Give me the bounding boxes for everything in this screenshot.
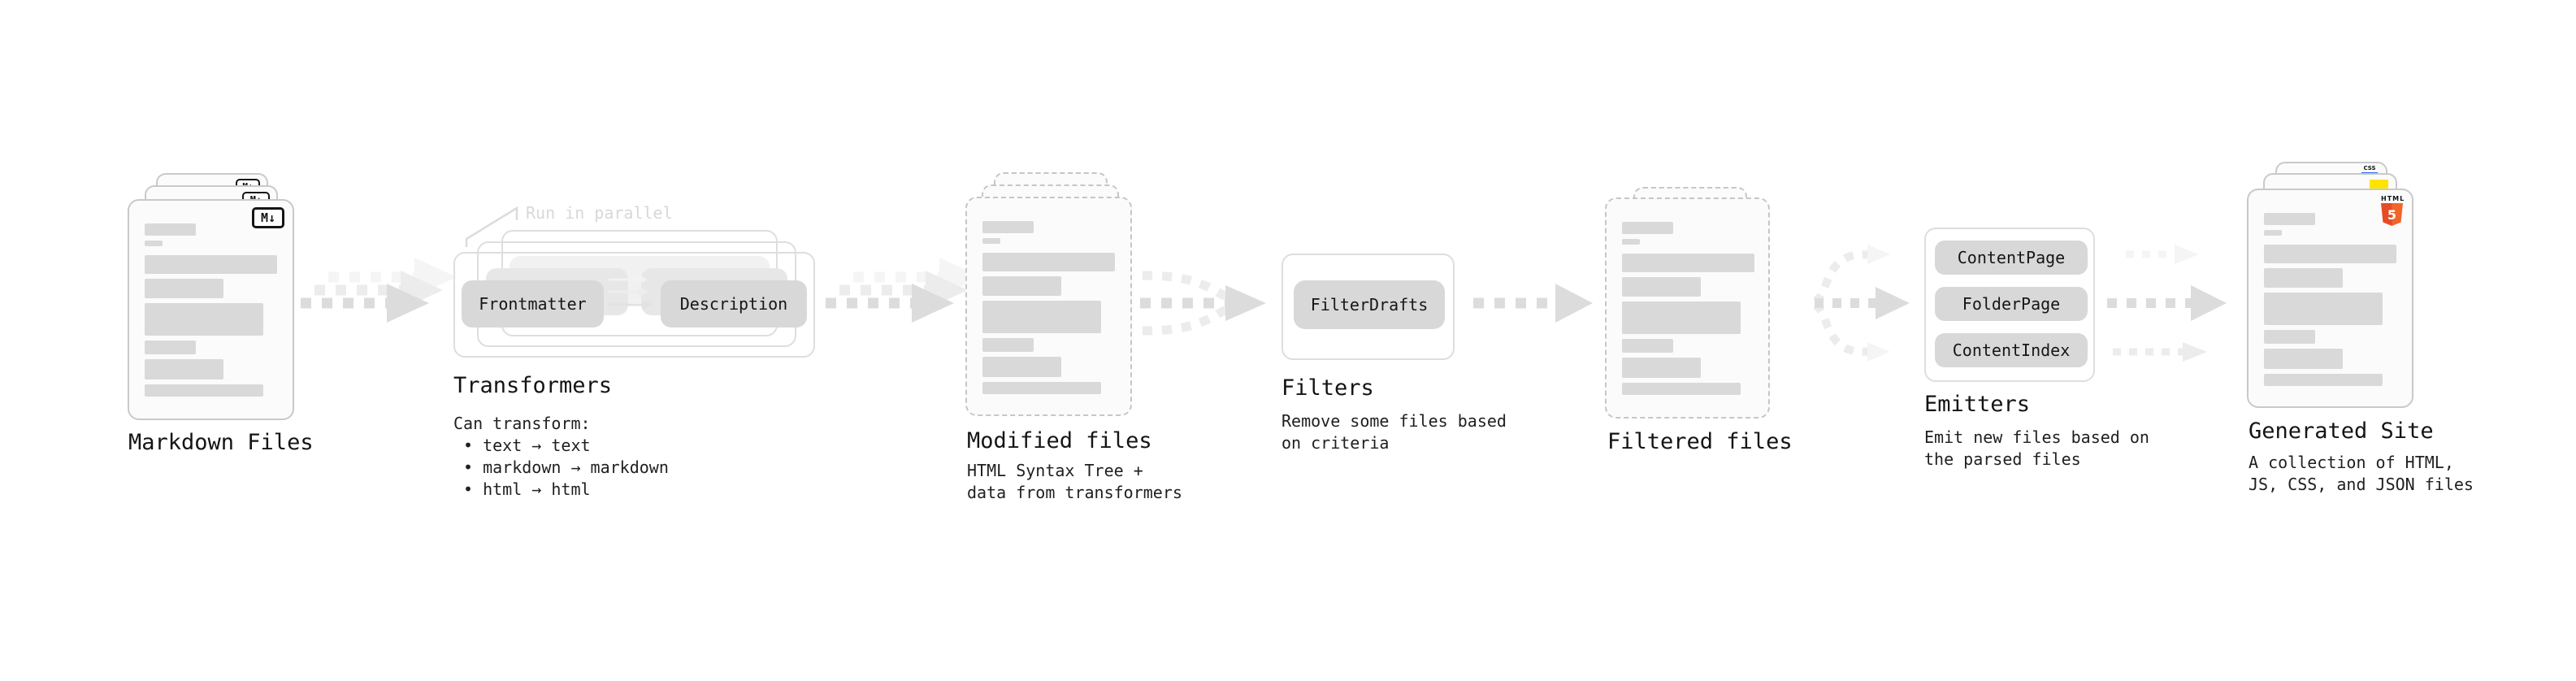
stage-label-generated-site: Generated Site — [2249, 419, 2434, 444]
placeholder-text-bar — [145, 223, 196, 236]
transformer-layer-front — [453, 252, 815, 358]
placeholder-text-bar — [145, 359, 223, 380]
html5-word: HTML — [2381, 195, 2405, 202]
stage-label-modified-files: Modified files — [967, 428, 1152, 453]
placeholder-text-bar — [1622, 254, 1754, 272]
placeholder-text-bar — [982, 276, 1061, 296]
stage-label-filtered-files: Filtered files — [1607, 429, 1793, 454]
arrow-markdown-to-transformers-icon — [301, 258, 457, 323]
placeholder-text-bar — [1622, 277, 1701, 297]
placeholder-text-bar — [2264, 330, 2315, 344]
placeholder-text-bar — [1622, 301, 1741, 334]
emitters-notes: Emit new files based on the parsed files — [1924, 427, 2149, 471]
filters-box — [1281, 254, 1455, 360]
note-line: HTML Syntax Tree + — [967, 461, 1143, 480]
placeholder-text-bar — [2264, 213, 2315, 225]
arrow-fanout-filtered-to-emitters-icon — [1812, 245, 1910, 362]
pill-frontmatter: Frontmatter — [462, 280, 604, 327]
transformers-notes: Can transform: • text → text • markdown … — [453, 413, 669, 501]
placeholder-text-bar — [2264, 230, 2282, 236]
pill-filterdrafts: FilterDrafts — [1294, 280, 1445, 329]
html5-icon: HTML 5 — [2381, 195, 2405, 226]
pill-contentpage: ContentPage — [1935, 241, 2088, 275]
file-card-front — [965, 197, 1132, 416]
note-line: on criteria — [1281, 433, 1390, 453]
placeholder-text-bar — [145, 279, 223, 298]
placeholder-text-bar — [2264, 349, 2343, 369]
placeholder-text-bar — [1622, 358, 1701, 378]
note-line: the parsed files — [1924, 449, 2081, 469]
placeholder-text-bar — [982, 253, 1115, 271]
filters-notes: Remove some files based on criteria — [1281, 410, 1507, 454]
placeholder-text-bar — [982, 338, 1034, 352]
placeholder-text-bar — [1622, 239, 1640, 245]
placeholder-text-lines — [1622, 222, 1754, 395]
arrow-emitters-to-generated-icon — [2107, 245, 2227, 362]
placeholder-text-lines — [145, 223, 277, 397]
run-in-parallel-annotation: Run in parallel — [526, 203, 673, 223]
placeholder-text-bar — [145, 241, 163, 246]
run-in-parallel-leader-line — [465, 206, 518, 247]
arrow-transformers-to-modified-icon — [826, 258, 982, 323]
note-line: Can transform: — [453, 414, 591, 433]
stage-label-filters: Filters — [1281, 375, 1374, 401]
placeholder-text-bar — [982, 301, 1101, 333]
css-label: CSS — [2363, 165, 2376, 171]
emitters-box: ContentPage FolderPage ContentIndex — [1924, 228, 2095, 382]
placeholder-text-bar — [145, 340, 196, 354]
placeholder-text-bar — [1622, 222, 1673, 234]
placeholder-text-bar — [145, 303, 263, 336]
arrow-filters-to-filtered-icon — [1473, 284, 1593, 323]
html5-shield: 5 — [2381, 203, 2403, 226]
arrow-merge-modified-to-filters-icon — [1140, 271, 1266, 336]
markdown-icon: M↓ — [252, 207, 284, 228]
placeholder-text-bar — [2264, 245, 2396, 263]
placeholder-text-lines — [982, 221, 1115, 394]
stage-label-transformers: Transformers — [453, 373, 613, 398]
note-line: Remove some files based — [1281, 411, 1507, 431]
placeholder-text-bar — [982, 221, 1034, 233]
placeholder-text-bar — [1622, 383, 1741, 395]
note-line: • text → text — [463, 436, 591, 455]
placeholder-text-lines — [2264, 213, 2396, 386]
note-line: A collection of HTML, — [2249, 453, 2454, 472]
placeholder-text-bar — [2264, 268, 2343, 288]
stage-label-markdown-files: Markdown Files — [128, 430, 314, 455]
placeholder-text-bar — [1622, 339, 1673, 353]
note-line: data from transformers — [967, 483, 1182, 502]
placeholder-text-bar — [982, 382, 1101, 394]
file-card-front: M↓ — [128, 199, 294, 420]
note-line: Emit new files based on — [1924, 427, 2149, 447]
placeholder-text-bar — [145, 255, 277, 274]
note-line: JS, CSS, and JSON files — [2249, 475, 2474, 494]
js-icon — [2370, 180, 2388, 189]
placeholder-text-bar — [2264, 374, 2383, 386]
note-line: • markdown → markdown — [463, 458, 669, 477]
pill-description: Description — [661, 280, 807, 327]
file-card-front: HTML 5 — [2247, 189, 2413, 408]
file-card-front — [1605, 197, 1770, 419]
note-line: • html → html — [463, 479, 591, 499]
modified-files-notes: HTML Syntax Tree + data from transformer… — [967, 460, 1182, 504]
placeholder-text-bar — [982, 238, 1000, 244]
placeholder-text-bar — [145, 384, 263, 397]
stage-label-emitters: Emitters — [1924, 392, 2031, 417]
pill-contentindex: ContentIndex — [1935, 333, 2088, 367]
generated-site-notes: A collection of HTML, JS, CSS, and JSON … — [2249, 452, 2474, 496]
placeholder-text-bar — [2264, 293, 2383, 325]
placeholder-text-bar — [982, 357, 1061, 377]
pill-folderpage: FolderPage — [1935, 287, 2088, 321]
transformer-flow-arrows-icon — [609, 275, 653, 310]
